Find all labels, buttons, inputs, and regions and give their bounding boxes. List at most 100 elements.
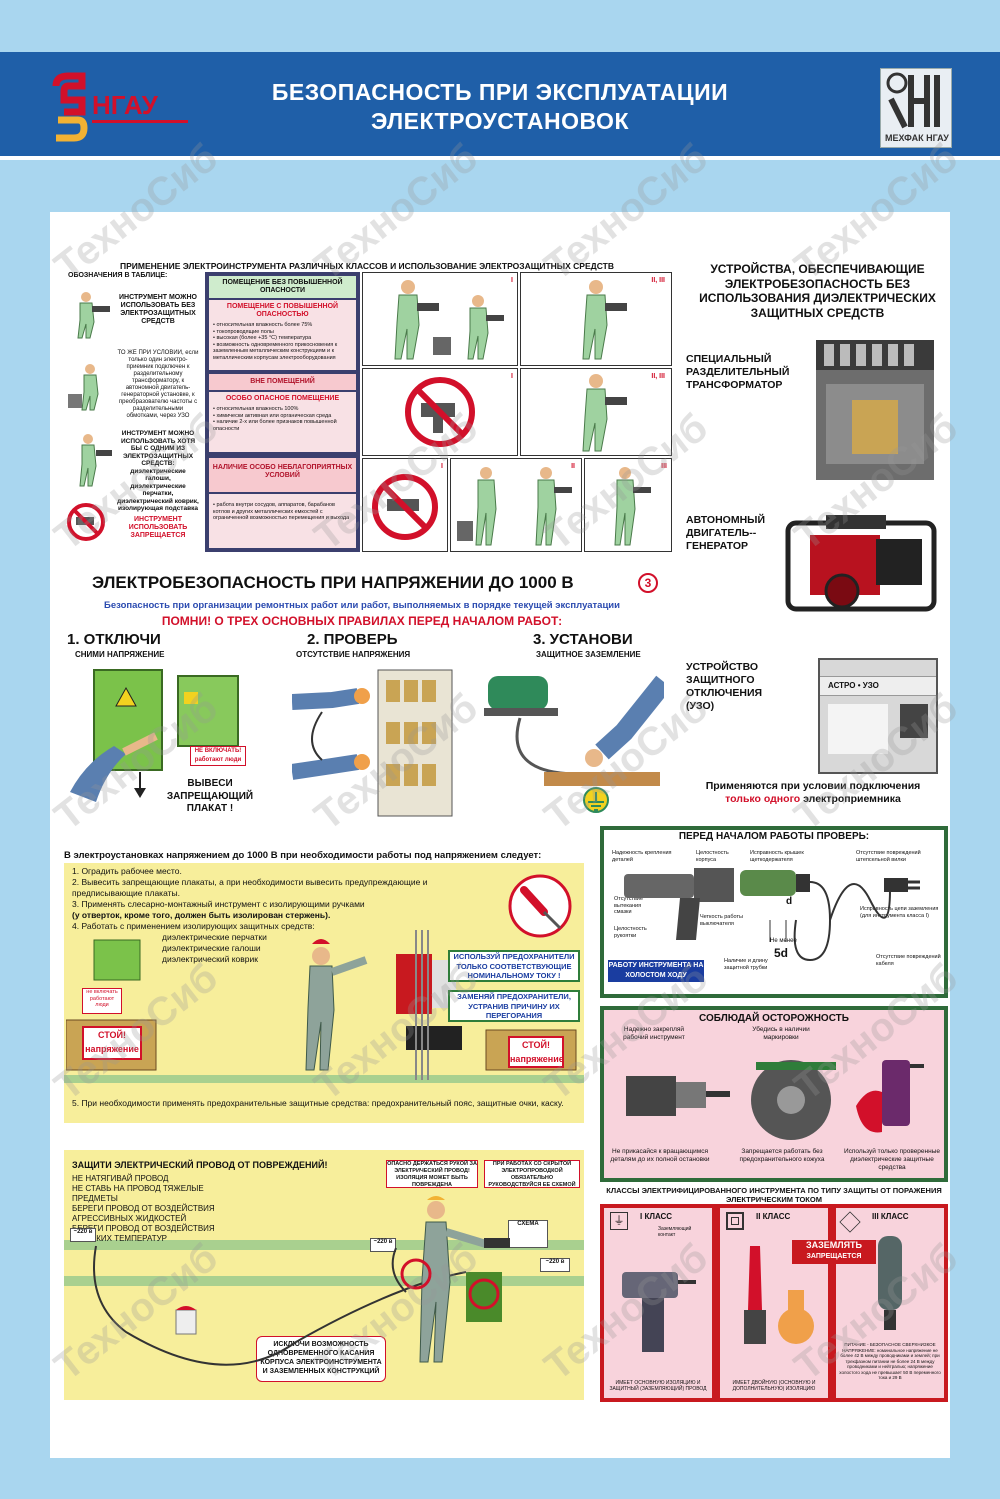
wall-stripe-1 (64, 1240, 584, 1250)
check-title: ПЕРЕД НАЧАЛОМ РАБОТЫ ПРОВЕРЬ: (678, 831, 870, 842)
fuse-note-1: ИСПОЛЬЗУЙ ПРЕДОХРАНИТЕЛИ ТОЛЬКО СООТВЕТС… (448, 950, 580, 982)
workers-illustration (394, 280, 504, 360)
careful-bottom-1: Не прикасайся к вращающимся деталям до и… (610, 1148, 710, 1163)
devices-note: Применяются при условии подключения толь… (705, 780, 921, 805)
worker-illustration (582, 374, 627, 452)
generator-image (785, 515, 937, 612)
transformer-image (816, 340, 934, 480)
worker-illustration (614, 467, 651, 546)
device-label-generator: АВТОНОМНЫЙ ДВИГАТЕЛЬ--ГЕНЕРАТОР (686, 514, 765, 552)
drill-check-diagram (624, 868, 920, 962)
careful-top-2: Убедись в наличии маркировки (752, 1026, 810, 1041)
hang-poster-text: ВЫВЕСИ ЗАПРЕЩАЮЩИЙ ПЛАКАТ ! (166, 778, 254, 814)
prohibited-tool-icon (67, 503, 105, 541)
device-label-rcd: УСТРОЙСТВО ЗАЩИТНОГО ОТКЛЮЧЕНИЯ (УЗО) (686, 661, 763, 712)
header-bar (0, 52, 1000, 160)
cable-scene (93, 1196, 510, 1366)
socket-voltage-2: ~220 в (370, 1238, 396, 1252)
note-scheme: ПРИ РАБОТАХ СО СКРЫТОЙ ЭЛЕКТРОПРОВОДКОЙ … (484, 1160, 580, 1188)
diameter-d: d (786, 896, 793, 907)
prohibited-icon (405, 377, 475, 447)
no-ground-stamp: ЗАЗЕМЛЯТЬ запрещается (792, 1240, 876, 1264)
live-work-item-5: 5. При необходимости применять предохран… (72, 1098, 564, 1108)
five-d: 5d (774, 946, 789, 960)
floor-stripe (64, 1075, 584, 1083)
stop-sign-left: СТОЙ! напряжение (82, 1026, 142, 1060)
rules-title: ЭЛЕКТРОБЕЗОПАСНОСТЬ ПРИ НАПРЯЖЕНИИ ДО 10… (92, 573, 574, 592)
step-3-sub: ЗАЩИТНОЕ ЗАЗЕМЛЕНИЕ (536, 650, 641, 659)
cell-class-3-special: III (584, 458, 672, 552)
careful-illustrations (626, 1060, 924, 1140)
check-voltage-illustration (292, 669, 453, 817)
room-2-body: ОСОБО ОПАСНОЕ ПОМЕЩЕНИЕ относительная вл… (209, 392, 356, 452)
devices-title: УСТРОЙСТВА, ОБЕСПЕЧИВАЮЩИЕ ЭЛЕКТРОБЕЗОПА… (699, 262, 936, 320)
careful-bottom-2: Запрещается работать без предохранительн… (739, 1148, 825, 1163)
switch-off-illustration (70, 669, 239, 802)
room-1-header: ПОМЕЩЕНИЕ БЕЗ ПОВЫШЕННОЙ ОПАСНОСТИ (209, 276, 356, 298)
legend-item-2: ТО ЖЕ ПРИ УСЛОВИИ, если только один элек… (117, 350, 199, 419)
room-3-list: работа внутри сосудов, аппаратов, бараба… (213, 502, 352, 522)
class-3-tool-icon (878, 1236, 902, 1330)
class-2-tools-icon (744, 1246, 814, 1344)
classes-title: КЛАССЫ ЭЛЕКТРИФИЦИРОВАННОГО ИНСТРУМЕНТА … (606, 1186, 942, 1204)
careful-bottom-3: Используй только проверенные диэлектриче… (843, 1148, 941, 1171)
room-1-body: ПОМЕЩЕНИЕ С ПОВЫШЕННОЙ ОПАСНОСТЬЮ относи… (209, 300, 356, 370)
workers-illustration (457, 467, 572, 546)
class-1-drill-icon (622, 1272, 696, 1352)
room-3-header: НАЛИЧИЕ ОСОБО НЕБЛАГОПРИЯТНЫХ УСЛОВИЙ (209, 458, 356, 492)
room-2-header: ВНЕ ПОМЕЩЕНИЙ (209, 374, 356, 390)
university-logo: НГАУ (48, 72, 198, 142)
rcd-brand: АСТРО • УЗО (828, 681, 879, 690)
cable-title: ЗАЩИТИ ЭЛЕКТРИЧЕСКИЙ ПРОВОД ОТ ПОВРЕЖДЕН… (72, 1160, 328, 1170)
note-hidden-wire: ОПАСНО ДЕРЖАТЬСЯ РУКОЙ ЗА ЭЛЕКТРИЧЕСКИЙ … (386, 1160, 478, 1188)
room-1-sub: ПОМЕЩЕНИЕ С ПОВЫШЕННОЙ ОПАСНОСТЬЮ (226, 303, 339, 318)
screwdriver-icon (508, 874, 572, 938)
table-section-title: ПРИМЕНЕНИЕ ЭЛЕКТРОИНСТРУМЕНТА РАЗЛИЧНЫХ … (120, 261, 614, 271)
wall-stripe-2 (64, 1276, 584, 1286)
room-2-list: относительная влажность 100% химически а… (213, 406, 352, 432)
cell-class-1-special: I (362, 458, 448, 552)
scheme-board: СХЕМА (508, 1220, 548, 1248)
class-3-card: III КЛАСС ПИТАНИЕ - БЕЗОПАСНОЕ СВЕРХНИЗК… (832, 1204, 948, 1402)
careful-title: СОБЛЮДАЙ ОСТОРОЖНОСТЬ (699, 1013, 849, 1024)
worker-icon (77, 292, 110, 339)
rules-badge: 3 (638, 573, 658, 593)
cable-list: НЕ НАТЯГИВАЙ ПРОВОД НЕ СТАВЬ НА ПРОВОД Т… (72, 1174, 215, 1243)
cell-class-1-outdoor: I (362, 368, 518, 456)
grounding-illustration (484, 675, 664, 813)
worker-protected-icon (79, 434, 112, 487)
step-2-title: 2. ПРОВЕРЬ (307, 631, 398, 648)
worker-illustration (582, 280, 627, 360)
rules-remember: ПОМНИ! О ТРЕХ ОСНОВНЫХ ПРАВИЛАХ ПЕРЕД НА… (161, 614, 563, 628)
step-1-title: 1. ОТКЛЮЧИ (67, 631, 161, 648)
page-title: БЕЗОПАСНОСТЬ ПРИ ЭКСПЛУАТАЦИИ ЭЛЕКТРОУСТ… (271, 79, 729, 134)
check-labels: Надежность крепления деталей Целостность… (612, 850, 941, 971)
legend-item-3: ИНСТРУМЕНТ МОЖНО ИСПОЛЬЗОВАТЬ ХОТЯ БЫ С … (117, 430, 199, 512)
socket-voltage-1: ~220 в (70, 1228, 96, 1242)
live-work-title: В электроустановках напряжением до 1000 … (64, 850, 542, 861)
table-legend: ОБОЗНАЧЕНИЯ В ТАБЛИЦЕ: ИНСТРУМЕНТ МОЖНО … (62, 272, 202, 552)
idle-run-note: РАБОТУ ИНСТРУМЕНТА НА ХОЛОСТОМ ХОДУ (608, 960, 704, 982)
class-2-card: II КЛАСС ИМЕЕТ ДВОЙНУЮ (ОСНОВНУЮ И ДОПОЛ… (716, 1204, 832, 1402)
rules-subtitle: Безопасность при организации ремонтных р… (104, 600, 620, 611)
step-3-title: 3. УСТАНОВИ (533, 631, 633, 648)
cell-class-2-special: II (450, 458, 582, 552)
worker-transformer-icon (68, 364, 99, 411)
step-2-sub: ОТСУТСТВИЕ НАПРЯЖЕНИЯ (296, 650, 411, 659)
careful-top-1: Надежно закрепляй рабочий инструмент (623, 1026, 685, 1041)
live-work-list: 1. Оградить рабочее место. 2. Вывесить з… (72, 866, 428, 964)
class-1-card: I КЛАСС ⏚ Заземляющий контакт ИМЕЕТ ОСНО… (600, 1204, 716, 1402)
warning-sign: НЕ ВКЛЮЧАТЬ! работают люди (190, 746, 246, 766)
step-1-sub: СНИМИ НАПРЯЖЕНИЕ (75, 650, 165, 659)
legend-item-4: ИНСТРУМЕНТ ИСПОЛЬЗОВАТЬ ЗАПРЕЩАЕТСЯ (128, 516, 188, 539)
cell-class-2-normal: II, III (520, 272, 672, 366)
prohibited-icon (372, 474, 438, 540)
legend-title: ОБОЗНАЧЕНИЯ В ТАБЛИЦЕ: (68, 272, 168, 279)
fuse-note-2: ЗАМЕНЯЙ ПРЕДОХРАНИТЕЛИ, УСТРАНИВ ПРИЧИНУ… (448, 990, 580, 1022)
note-contact: ИСКЛЮЧИ ВОЗМОЖНОСТЬ ОДНОВРЕМЕННОГО КАСАН… (256, 1336, 386, 1382)
room-3-body: работа внутри сосудов, аппаратов, бараба… (209, 494, 356, 548)
room-1-list: относительная влажность более 75% токопр… (213, 322, 352, 361)
cell-class-2-outdoor: II, III (520, 368, 672, 456)
stop-sign-right: СТОЙ! напряжение (508, 1036, 564, 1068)
room-conditions-column: ПОМЕЩЕНИЕ БЕЗ ПОВЫШЕННОЙ ОПАСНОСТИ ПОМЕЩ… (205, 272, 360, 552)
